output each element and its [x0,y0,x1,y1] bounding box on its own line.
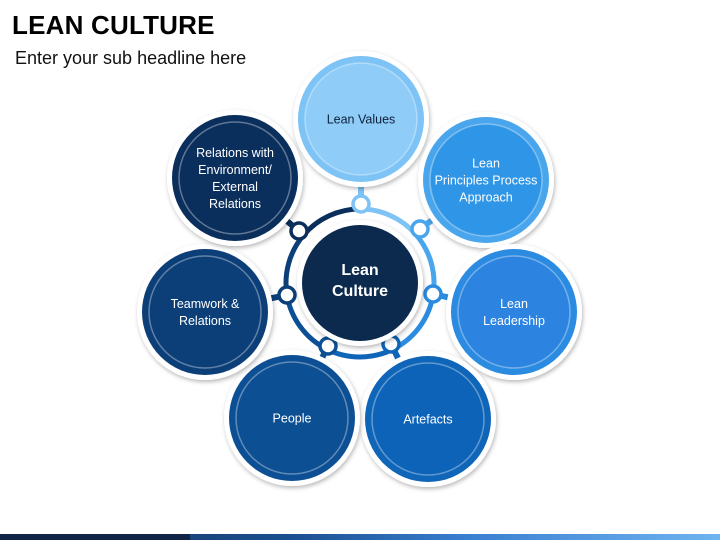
node-label: Artefacts [403,413,452,427]
node-inner-circle [457,255,571,369]
node-inner-circle [371,362,485,476]
connector-dot [423,284,443,304]
node-lean-values: Lean Values [293,51,429,187]
node-people: People [224,350,360,486]
center-circle-core [302,225,418,341]
node-inner-circle [178,121,292,235]
node-label-line: Approach [459,191,513,205]
page-title: LEAN CULTURE [12,10,215,40]
node-label-line: Lean [500,297,528,311]
connector-dot [277,285,297,305]
node-label-line: Lean Values [327,113,396,127]
node-label-line: Lean [472,157,500,171]
connector-dot [410,219,430,239]
node-label-line: Relations [209,197,261,211]
node-inner-circle [304,62,418,176]
center-label-line: Lean [341,262,378,279]
page-subtitle: Enter your sub headline here [15,48,247,68]
node-label-line: Environment/ [198,163,272,177]
node-label-line: Leadership [483,314,545,328]
center-label-line: Culture [332,283,388,300]
node-artefacts: Artefacts [360,351,496,487]
node-label-line: External [212,180,258,194]
node-label: Lean Values [327,113,396,127]
node-label-line: People [273,412,312,426]
node-label-line: Relations with [196,146,274,160]
node-label: People [273,412,312,426]
node-inner-circle [235,361,349,475]
node-inner-circle [148,255,262,369]
node-teamwork: Teamwork & Relations [137,244,273,380]
connector-dot [289,221,309,241]
node-label-line: Principles Process [435,174,538,188]
bottom-accent-bar-dark [0,534,190,540]
connector-dot [318,336,338,356]
node-inner-circle [429,123,543,237]
node-label-line: Artefacts [403,413,452,427]
connectors [264,180,456,366]
node-label-line: Relations [179,314,231,328]
connector-dot [351,194,371,214]
node-label: Teamwork & Relations [171,297,240,328]
node-label-line: Teamwork & [171,297,240,311]
bottom-accent-bar [0,534,720,540]
